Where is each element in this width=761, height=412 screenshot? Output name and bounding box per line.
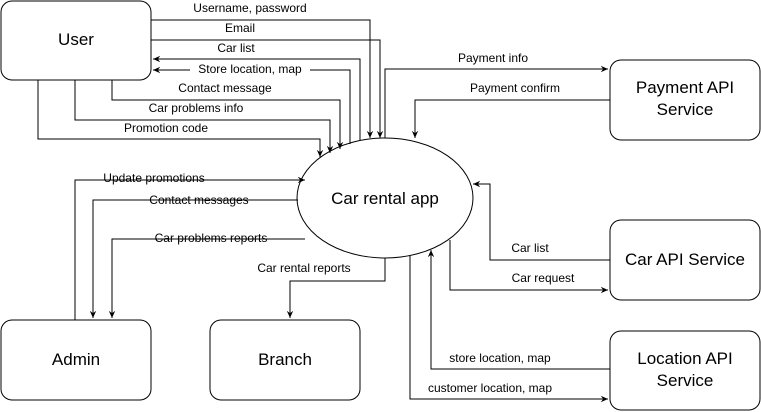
flow-label-contact-messages: Contact messages [149, 193, 248, 207]
flow-store-location-map-from-api: store location, map [427, 250, 610, 370]
flow-label-username-password: Username, password [193, 1, 306, 15]
location-api-label-line2: Service [657, 371, 714, 390]
flow-label-car-list-from-api: Car list [511, 241, 549, 255]
flow-email: Email [151, 21, 384, 138]
flow-label-car-request: Car request [512, 271, 575, 285]
car-api-service-node[interactable]: Car API Service [609, 219, 761, 301]
flow-car-list-to-user: Car list [153, 41, 361, 140]
user-node[interactable]: User [0, 0, 152, 81]
payment-api-label-line1: Payment API [636, 78, 734, 97]
flow-payment-info: Payment info [384, 51, 608, 138]
flow-label-promotion-code: Promotion code [124, 121, 208, 135]
car-rental-app-label: Car rental app [331, 189, 439, 208]
flow-contact-messages: Contact messages [89, 193, 298, 318]
flow-label-store-location-map-from-api: store location, map [449, 351, 551, 365]
flow-label-car-problems-info: Car problems info [149, 101, 244, 115]
branch-node[interactable]: Branch [209, 319, 361, 401]
car-rental-app-node[interactable]: Car rental app [296, 137, 474, 259]
flow-car-rental-reports: Car rental reports [257, 258, 386, 318]
payment-api-label-line2: Service [657, 100, 714, 119]
flow-label-payment-info: Payment info [458, 51, 528, 65]
admin-node[interactable]: Admin [0, 319, 152, 401]
admin-label: Admin [52, 350, 100, 369]
car-api-label: Car API Service [625, 250, 745, 269]
flow-label-payment-confirm: Payment confirm [470, 81, 560, 95]
location-api-label-line1: Location API [637, 349, 732, 368]
flow-contact-message: Contact message [111, 80, 344, 149]
location-api-service-node[interactable]: Location API Service [609, 330, 761, 411]
flow-label-car-rental-reports: Car rental reports [257, 261, 350, 275]
flow-car-request: Car request [449, 240, 608, 294]
flow-promotion-code: Promotion code [37, 80, 324, 157]
flow-label-car-problems-reports: Car problems reports [155, 231, 268, 245]
flow-car-list-from-api: Car list [473, 180, 610, 261]
flow-label-customer-location-map: customer location, map [428, 381, 552, 395]
flow-label-update-promotions: Update promotions [103, 171, 204, 185]
flow-update-promotions: Update promotions [74, 171, 305, 320]
user-label: User [58, 30, 94, 49]
flow-label-car-list-to-user: Car list [217, 41, 255, 55]
flow-payment-confirm: Payment confirm [411, 81, 610, 138]
flow-label-contact-message: Contact message [178, 81, 272, 95]
flow-label-store-location-map-to-user: Store location, map [198, 62, 302, 76]
branch-label: Branch [258, 350, 312, 369]
flow-store-location-map-to-user: Store location, map [153, 62, 351, 144]
payment-api-service-node[interactable]: Payment API Service [609, 59, 761, 141]
flow-car-problems-reports: Car problems reports [108, 231, 305, 318]
flow-username-password: Username, password [151, 1, 374, 138]
flow-car-problems-info: Car problems info [74, 80, 334, 153]
flow-label-email: Email [225, 21, 255, 35]
flow-customer-location-map: customer location, map [409, 256, 608, 403]
